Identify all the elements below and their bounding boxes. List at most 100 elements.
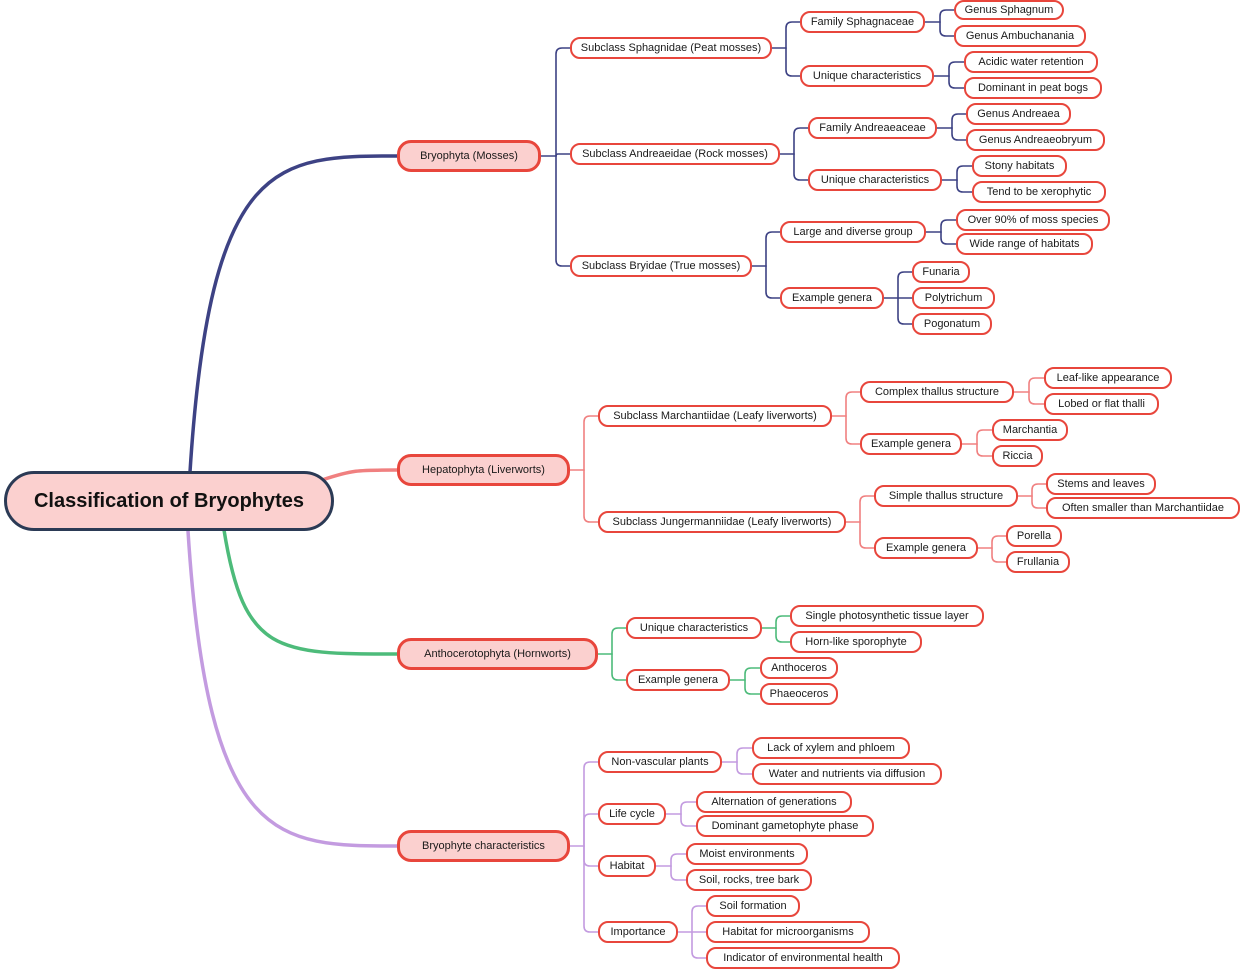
connector-line [1031, 495, 1047, 509]
node-label: Subclass Andreaeidae (Rock mosses) [582, 148, 768, 160]
topic-node-leaf-like-appearance[interactable]: Leaf-like appearance [1044, 367, 1172, 389]
topic-node-unique-characteristics[interactable]: Unique characteristics [808, 169, 942, 191]
topic-node-stony-habitats[interactable]: Stony habitats [972, 155, 1067, 177]
root-node-classification-of-bryophytes[interactable]: Classification of Bryophytes [4, 471, 334, 531]
topic-node-complex-thallus-structure[interactable]: Complex thallus structure [860, 381, 1014, 403]
node-label: Soil formation [719, 900, 787, 912]
connector-line [1028, 377, 1045, 393]
topic-node-family-sphagnaceae[interactable]: Family Sphagnaceae [800, 11, 925, 33]
topic-node-pogonatum[interactable]: Pogonatum [912, 313, 992, 335]
branch-node-hepatophyta-liverworts[interactable]: Hepatophyta (Liverworts) [397, 454, 570, 486]
topic-node-porella[interactable]: Porella [1006, 525, 1062, 547]
topic-node-subclass-bryidae-true-mosses[interactable]: Subclass Bryidae (True mosses) [570, 255, 752, 277]
topic-node-marchantia[interactable]: Marchantia [992, 419, 1068, 441]
topic-node-often-smaller-than-marchantiidae[interactable]: Often smaller than Marchantiidae [1046, 497, 1240, 519]
topic-node-subclass-jungermanniidae-leafy-liverworts[interactable]: Subclass Jungermanniidae (Leafy liverwor… [598, 511, 846, 533]
connector-line [991, 535, 1007, 549]
topic-node-habitat-for-microorganisms[interactable]: Habitat for microorganisms [706, 921, 870, 943]
topic-node-large-and-diverse-group[interactable]: Large and diverse group [780, 221, 926, 243]
node-label: Funaria [922, 266, 960, 278]
topic-node-water-and-nutrients-via-diffusion[interactable]: Water and nutrients via diffusion [752, 763, 942, 785]
topic-node-anthoceros[interactable]: Anthoceros [760, 657, 838, 679]
connector-line [940, 231, 957, 245]
topic-node-tend-to-be-xerophytic[interactable]: Tend to be xerophytic [972, 181, 1106, 203]
node-label: Example genera [637, 674, 719, 686]
topic-node-non-vascular-plants[interactable]: Non-vascular plants [598, 751, 722, 773]
topic-node-example-genera[interactable]: Example genera [874, 537, 978, 559]
topic-node-funaria[interactable]: Funaria [912, 261, 970, 283]
topic-node-moist-environments[interactable]: Moist environments [686, 843, 808, 865]
topic-node-subclass-marchantiidae-leafy-liverworts[interactable]: Subclass Marchantiidae (Leafy liverworts… [598, 405, 832, 427]
connector-line [991, 547, 1007, 563]
connector-line [951, 113, 967, 129]
topic-node-single-photosynthetic-tissue-layer[interactable]: Single photosynthetic tissue layer [790, 605, 984, 627]
topic-node-genus-sphagnum[interactable]: Genus Sphagnum [954, 0, 1064, 20]
branch-node-bryophyte-characteristics[interactable]: Bryophyte characteristics [397, 830, 570, 862]
topic-node-genus-andreaea[interactable]: Genus Andreaea [966, 103, 1071, 125]
topic-node-phaeoceros[interactable]: Phaeoceros [760, 683, 838, 705]
connector-line [859, 495, 875, 523]
topic-node-over-90-of-moss-species[interactable]: Over 90% of moss species [956, 209, 1110, 231]
topic-node-dominant-gametophyte-phase[interactable]: Dominant gametophyte phase [696, 815, 874, 837]
topic-node-acidic-water-retention[interactable]: Acidic water retention [964, 51, 1098, 73]
branch-node-anthocerotophyta-hornworts[interactable]: Anthocerotophyta (Hornworts) [397, 638, 598, 670]
connector-line [939, 9, 955, 23]
topic-node-alternation-of-generations[interactable]: Alternation of generations [696, 791, 852, 813]
node-label: Example genera [870, 438, 952, 450]
node-label: Non-vascular plants [611, 756, 709, 768]
topic-node-stems-and-leaves[interactable]: Stems and leaves [1046, 473, 1156, 495]
connector-line [976, 443, 993, 457]
topic-node-family-andreaeaceae[interactable]: Family Andreaeaceae [808, 117, 937, 139]
connector-line [1028, 391, 1045, 405]
topic-node-soil-formation[interactable]: Soil formation [706, 895, 800, 917]
connector-line [845, 415, 861, 445]
topic-node-polytrichum[interactable]: Polytrichum [912, 287, 995, 309]
node-label: Subclass Jungermanniidae (Leafy liverwor… [612, 516, 832, 528]
connector-line [583, 845, 599, 933]
topic-node-life-cycle[interactable]: Life cycle [598, 803, 666, 825]
topic-node-example-genera[interactable]: Example genera [780, 287, 884, 309]
node-label: Classification of Bryophytes [33, 489, 305, 512]
main-branch-curve [222, 528, 399, 656]
node-label: Habitat [609, 860, 645, 872]
topic-node-soil-rocks-tree-bark[interactable]: Soil, rocks, tree bark [686, 869, 812, 891]
topic-node-importance[interactable]: Importance [598, 921, 678, 943]
topic-node-indicator-of-environmental-health[interactable]: Indicator of environmental health [706, 947, 900, 969]
node-label: Tend to be xerophytic [986, 186, 1092, 198]
topic-node-subclass-sphagnidae-peat-mosses[interactable]: Subclass Sphagnidae (Peat mosses) [570, 37, 772, 59]
connector-line [785, 47, 801, 77]
topic-node-wide-range-of-habitats[interactable]: Wide range of habitats [956, 233, 1093, 255]
node-label: Riccia [1002, 450, 1033, 462]
branch-node-bryophyta-mosses[interactable]: Bryophyta (Mosses) [397, 140, 541, 172]
topic-node-example-genera[interactable]: Example genera [860, 433, 962, 455]
topic-node-example-genera[interactable]: Example genera [626, 669, 730, 691]
topic-node-frullania[interactable]: Frullania [1006, 551, 1070, 573]
main-branch-curve [188, 154, 399, 474]
topic-node-riccia[interactable]: Riccia [992, 445, 1043, 467]
topic-node-unique-characteristics[interactable]: Unique characteristics [800, 65, 934, 87]
topic-node-horn-like-sporophyte[interactable]: Horn-like sporophyte [790, 631, 922, 653]
node-label: Single photosynthetic tissue layer [805, 610, 969, 622]
topic-node-genus-andreaeobryum[interactable]: Genus Andreaeobryum [966, 129, 1105, 151]
topic-node-dominant-in-peat-bogs[interactable]: Dominant in peat bogs [964, 77, 1102, 99]
topic-node-lobed-or-flat-thalli[interactable]: Lobed or flat thalli [1044, 393, 1159, 415]
node-label: Genus Andreaea [977, 108, 1060, 120]
connector-line [555, 153, 571, 157]
node-label: Leaf-like appearance [1056, 372, 1160, 384]
node-label: Complex thallus structure [874, 386, 1000, 398]
topic-node-subclass-andreaeidae-rock-mosses[interactable]: Subclass Andreaeidae (Rock mosses) [570, 143, 780, 165]
node-label: Family Andreaeaceae [819, 122, 926, 134]
topic-node-unique-characteristics[interactable]: Unique characteristics [626, 617, 762, 639]
node-label: Importance [610, 926, 666, 938]
connector-line [948, 75, 965, 89]
topic-node-habitat[interactable]: Habitat [598, 855, 656, 877]
connector-line [897, 271, 913, 299]
connector-line [680, 801, 697, 815]
topic-node-simple-thallus-structure[interactable]: Simple thallus structure [874, 485, 1018, 507]
node-label: Polytrichum [924, 292, 983, 304]
topic-node-genus-ambuchanania[interactable]: Genus Ambuchanania [954, 25, 1086, 47]
topic-node-lack-of-xylem-and-phloem[interactable]: Lack of xylem and phloem [752, 737, 910, 759]
connector-line [555, 155, 571, 267]
node-label: Water and nutrients via diffusion [768, 768, 926, 780]
node-label: Example genera [791, 292, 873, 304]
